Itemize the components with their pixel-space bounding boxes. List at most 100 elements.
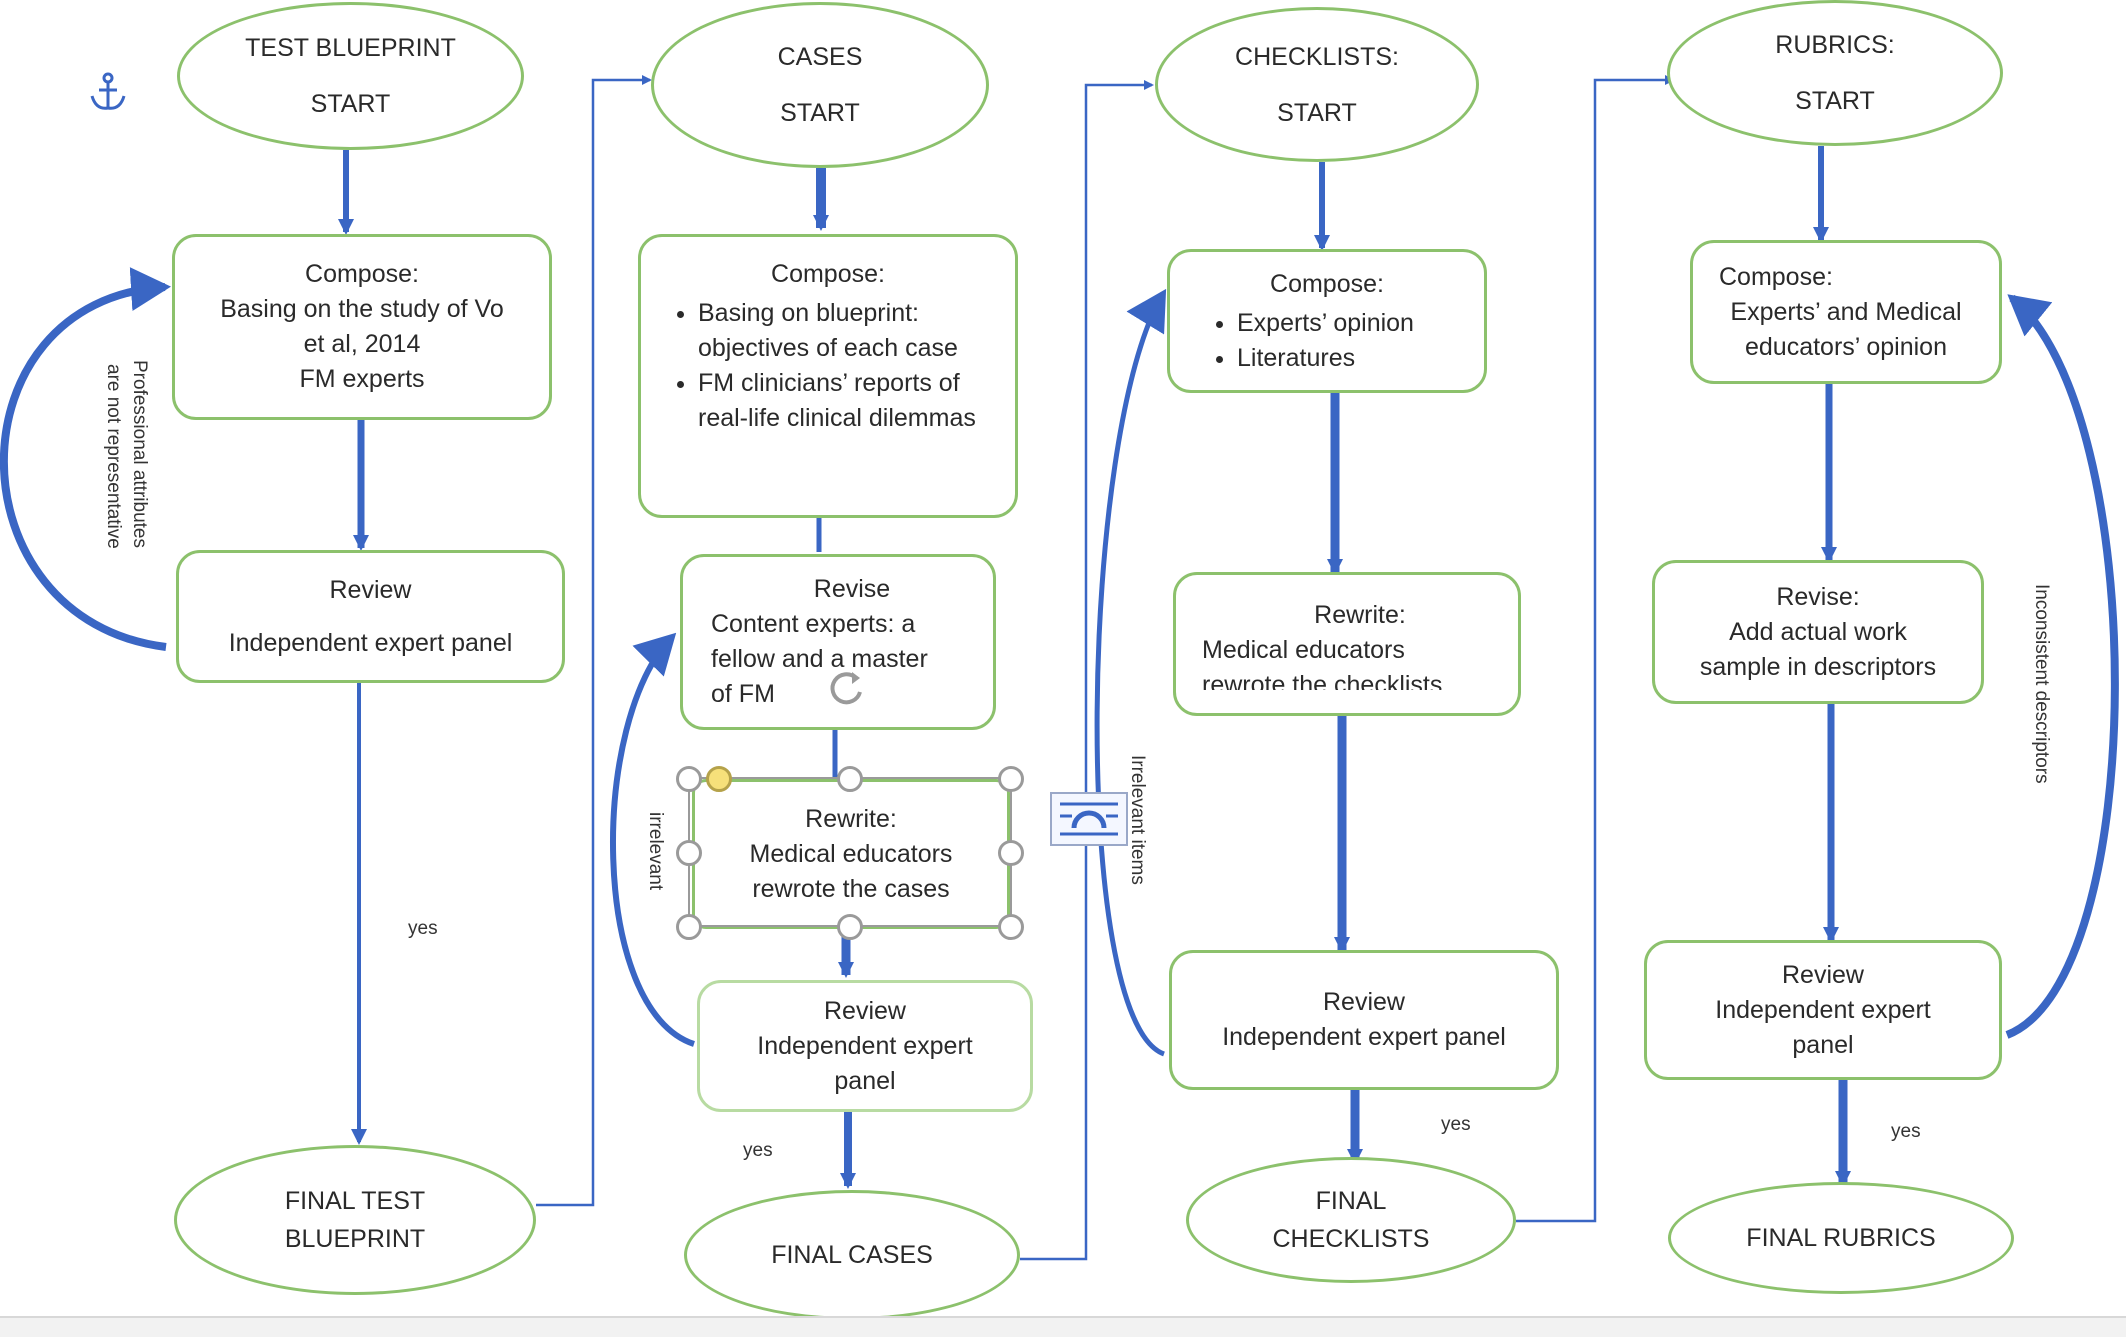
- cases-revise-line3: fellow and a master: [711, 645, 928, 673]
- blueprint-feedback-label-line2: are not representative: [103, 364, 124, 549]
- rubrics-revise-line2: Add actual work: [1729, 617, 1907, 646]
- checklists-review-title: Review: [1323, 988, 1405, 1016]
- resize-handle-bottom-right[interactable]: [998, 914, 1024, 940]
- checklists-start-node: CHECKLISTS: START: [1155, 7, 1479, 162]
- rubrics-review-line2: Independent expert: [1715, 995, 1931, 1024]
- resize-handle-top-left[interactable]: [676, 766, 702, 792]
- blueprint-compose-box: Compose: Basing on the study of Vo et al…: [172, 234, 552, 420]
- cases-rewrite-title: Rewrite:: [805, 804, 897, 833]
- connector-blueprint-to-cases: [536, 75, 652, 1207]
- arrow-rubrics-feedback: [2005, 294, 2119, 1039]
- checklists-yes-label: yes: [1441, 1114, 1471, 1135]
- cases-revise-line4: of FM: [711, 680, 775, 708]
- blueprint-compose-title: Compose:: [305, 260, 419, 288]
- cases-review-line3: panel: [834, 1066, 896, 1095]
- resize-handle-top-right[interactable]: [998, 766, 1024, 792]
- checklists-final-line2: CHECKLISTS: [1272, 1225, 1430, 1253]
- cases-rewrite-line3: rewrote the cases: [752, 874, 950, 903]
- rubrics-revise-box: Revise: Add actual work sample in descri…: [1652, 560, 1984, 704]
- checklists-final-node: FINAL CHECKLISTS: [1186, 1157, 1516, 1283]
- arrow-checklists-feedback: [1094, 288, 1167, 1057]
- blueprint-review-title: Review: [329, 575, 412, 604]
- rubrics-revise-title: Revise:: [1776, 582, 1860, 611]
- blueprint-final-line1: FINAL TEST: [284, 1187, 426, 1215]
- rubrics-yes-label: yes: [1891, 1121, 1921, 1142]
- rubrics-compose-title: Compose:: [1719, 262, 1833, 291]
- checklists-compose-box: Compose: Experts’ opinion Literatures: [1167, 249, 1487, 393]
- cases-review-line2: Independent expert: [757, 1031, 973, 1060]
- checklists-rewrite-line3: rewrote the checklists: [1202, 671, 1443, 690]
- resize-handle-middle-right[interactable]: [998, 840, 1024, 866]
- blueprint-feedback-label-line1: Professional attributes: [129, 360, 150, 548]
- cases-start-node: CASES START: [651, 2, 989, 168]
- resize-handle-bottom-middle[interactable]: [837, 914, 863, 940]
- blueprint-start-node: TEST BLUEPRINT START: [177, 2, 524, 150]
- cases-compose-title: Compose:: [771, 260, 885, 288]
- blueprint-feedback-label: Professional attributes are not represen…: [100, 360, 152, 549]
- checklists-review-line2: Independent expert panel: [1222, 1023, 1506, 1051]
- blueprint-compose-line2: Basing on the study of Vo: [220, 295, 504, 323]
- cases-compose-bullet2: FM clinicians’ reports of real-life clin…: [698, 366, 998, 436]
- rubrics-final-label: FINAL RUBRICS: [1746, 1224, 1936, 1252]
- rotate-handle-icon[interactable]: [826, 668, 868, 710]
- rubrics-compose-line3: educators’ opinion: [1745, 332, 1947, 361]
- checklists-review-box: Review Independent expert panel: [1169, 950, 1559, 1090]
- checklists-rewrite-box: Rewrite: Medical educators rewrote the c…: [1173, 572, 1521, 716]
- resize-handle-top-middle[interactable]: [837, 766, 863, 792]
- blueprint-review-line2: Independent expert panel: [228, 628, 513, 657]
- checklists-rewrite-title: Rewrite:: [1314, 601, 1406, 629]
- blueprint-compose-line4: FM experts: [299, 365, 425, 393]
- window-bottom-strip: [0, 1316, 2126, 1337]
- blueprint-start-line2: START: [310, 90, 391, 118]
- arrow-cases-feedback: [610, 632, 695, 1047]
- rubrics-review-box: Review Independent expert panel: [1644, 940, 2002, 1080]
- rubrics-review-line3: panel: [1792, 1030, 1854, 1059]
- rubrics-review-title: Review: [1782, 960, 1864, 989]
- checklists-start-line1: CHECKLISTS:: [1235, 42, 1399, 71]
- rubrics-final-node: FINAL RUBRICS: [1668, 1182, 2014, 1294]
- rubrics-compose-box: Compose: Experts’ and Medical educators’…: [1690, 240, 2002, 384]
- cases-rewrite-line2: Medical educators: [749, 839, 953, 868]
- shape-adjust-handle[interactable]: [706, 766, 732, 792]
- checklists-feedback-label: Irrelevant items: [1127, 755, 1148, 885]
- cases-final-label: FINAL CASES: [771, 1241, 933, 1269]
- cases-compose-box: Compose: Basing on blueprint: objectives…: [638, 234, 1018, 518]
- cases-revise-line2: Content experts: a: [711, 610, 916, 638]
- cases-start-line2: START: [780, 99, 860, 127]
- connector-checklists-to-rubrics: [1516, 75, 1675, 1223]
- cases-compose-list: Basing on blueprint: objectives of each …: [658, 296, 998, 436]
- layout-options-icon[interactable]: [1050, 792, 1128, 846]
- resize-handle-bottom-left[interactable]: [676, 914, 702, 940]
- anchor-icon: [86, 70, 130, 114]
- selection-frame: [688, 777, 1012, 927]
- checklists-compose-list: Experts’ opinion Literatures: [1187, 306, 1467, 376]
- resize-handle-middle-left[interactable]: [676, 840, 702, 866]
- blueprint-start-line1: TEST BLUEPRINT: [245, 34, 456, 62]
- cases-revise-title: Revise: [813, 575, 891, 603]
- cases-review-title: Review: [824, 996, 906, 1025]
- checklists-compose-bullet2: Literatures: [1237, 341, 1467, 376]
- blueprint-yes-label: yes: [408, 918, 438, 939]
- cases-feedback-label: irrelevant: [645, 812, 666, 891]
- cases-compose-bullet1: Basing on blueprint: objectives of each …: [698, 296, 998, 366]
- cases-yes-label: yes: [743, 1140, 773, 1161]
- blueprint-review-box: Review Independent expert panel: [176, 550, 565, 683]
- rubrics-start-line1: RUBRICS:: [1775, 31, 1895, 59]
- rubrics-start-node: RUBRICS: START: [1667, 0, 2003, 146]
- checklists-compose-bullet1: Experts’ opinion: [1237, 306, 1467, 341]
- rubrics-compose-line2: Experts’ and Medical: [1730, 297, 1962, 326]
- cases-final-node: FINAL CASES: [684, 1190, 1020, 1320]
- blueprint-final-node: FINAL TEST BLUEPRINT: [174, 1145, 536, 1295]
- blueprint-final-line2: BLUEPRINT: [284, 1225, 426, 1253]
- connector-cases-to-checklists: [1020, 80, 1154, 1261]
- rubrics-start-line2: START: [1795, 87, 1875, 115]
- checklists-compose-title: Compose:: [1270, 269, 1384, 298]
- rubrics-feedback-label: Inconsistent descriptors: [2031, 584, 2052, 784]
- arrow-blueprint-feedback: [0, 267, 171, 651]
- checklists-rewrite-line2: Medical educators: [1202, 636, 1405, 664]
- blueprint-compose-line3: et al, 2014: [303, 330, 421, 358]
- cases-review-box: Review Independent expert panel: [697, 980, 1033, 1112]
- checklists-start-line2: START: [1277, 98, 1357, 127]
